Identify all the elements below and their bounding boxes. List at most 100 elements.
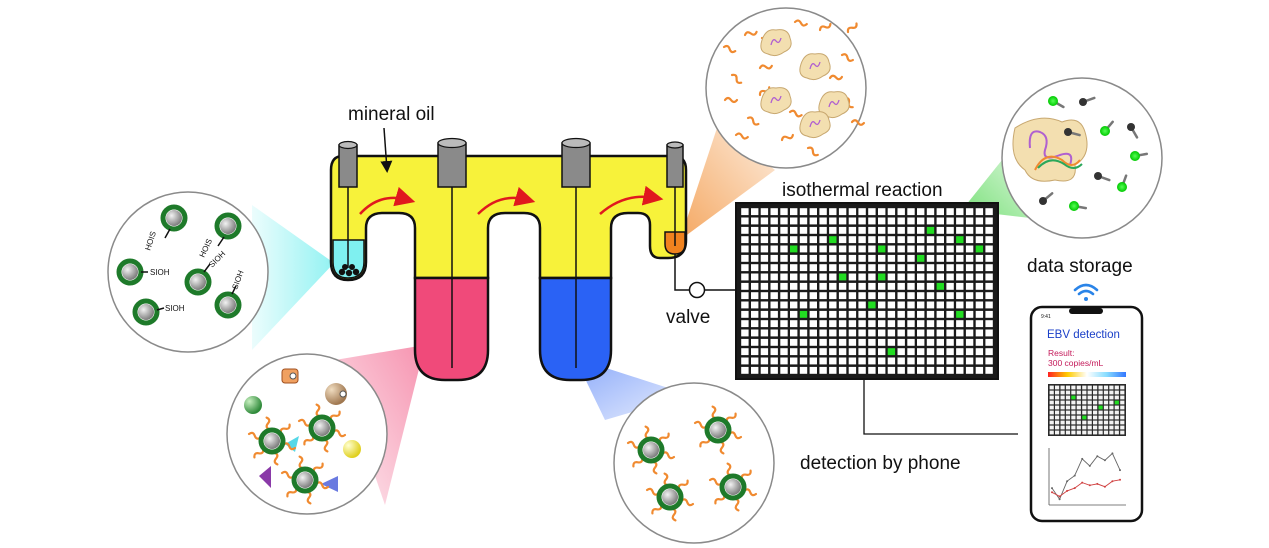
well <box>741 282 749 290</box>
well <box>917 329 925 337</box>
well <box>741 245 749 253</box>
well <box>878 208 886 216</box>
phone-chart-point <box>1073 474 1076 477</box>
well <box>946 264 954 272</box>
well <box>858 338 866 346</box>
well <box>829 282 837 290</box>
well <box>819 245 827 253</box>
well <box>809 357 817 365</box>
well <box>829 264 837 272</box>
phone-well <box>1071 405 1076 410</box>
well <box>965 217 974 225</box>
well <box>917 320 925 328</box>
well <box>790 348 798 356</box>
well <box>799 366 808 374</box>
well <box>770 254 778 262</box>
well <box>946 226 954 234</box>
well <box>809 329 817 337</box>
well <box>887 264 896 272</box>
well <box>780 348 788 356</box>
well <box>965 254 974 262</box>
well <box>985 208 993 216</box>
well <box>868 338 876 346</box>
well <box>780 310 788 318</box>
well <box>985 264 993 272</box>
well <box>985 366 993 374</box>
well <box>946 282 954 290</box>
well <box>770 217 778 225</box>
well <box>751 208 759 216</box>
phone-well <box>1103 405 1109 410</box>
phone-well <box>1082 420 1087 425</box>
well <box>770 273 778 281</box>
well <box>878 366 886 374</box>
well <box>858 329 866 337</box>
well <box>868 208 876 216</box>
phone-well <box>1093 430 1098 435</box>
well <box>858 366 866 374</box>
well <box>946 217 954 225</box>
phone-well <box>1087 395 1092 400</box>
well <box>936 320 944 328</box>
well <box>926 366 935 374</box>
well <box>751 282 759 290</box>
phone-well <box>1093 385 1098 390</box>
well <box>946 208 954 216</box>
well <box>799 254 808 262</box>
phone-well <box>1082 425 1087 430</box>
well <box>897 301 905 309</box>
well <box>926 348 935 356</box>
well <box>819 329 827 337</box>
fluorescent-probe <box>1130 151 1149 161</box>
phone-well <box>1065 390 1071 395</box>
phone-well <box>1120 405 1125 410</box>
well <box>809 264 817 272</box>
well <box>985 338 993 346</box>
phone-well <box>1087 420 1092 425</box>
well <box>936 226 944 234</box>
well <box>985 329 993 337</box>
phone-well <box>1098 385 1103 390</box>
phone-well <box>1055 420 1060 425</box>
well <box>780 264 788 272</box>
phone-well <box>1049 430 1054 435</box>
well <box>838 236 847 244</box>
well <box>897 338 905 346</box>
well <box>897 310 905 318</box>
phone-well <box>1120 400 1125 405</box>
phone-well <box>1049 385 1054 390</box>
well <box>907 329 915 337</box>
phone-well <box>1055 425 1060 430</box>
well <box>936 301 944 309</box>
well <box>838 254 847 262</box>
well <box>819 273 827 281</box>
well <box>819 366 827 374</box>
phone-well <box>1120 430 1125 435</box>
well <box>838 264 847 272</box>
well <box>975 236 984 244</box>
well <box>965 208 974 216</box>
phone-well <box>1049 405 1054 410</box>
well <box>848 226 857 234</box>
well <box>868 320 876 328</box>
well <box>956 226 964 234</box>
well <box>926 320 935 328</box>
well <box>858 301 866 309</box>
well <box>760 348 769 356</box>
well <box>946 357 954 365</box>
chip-wells <box>741 208 993 374</box>
phone-well <box>1071 430 1076 435</box>
well <box>819 310 827 318</box>
well <box>917 217 925 225</box>
eluted-dna-inset <box>705 7 867 169</box>
well <box>965 348 974 356</box>
phone-chart-point <box>1088 464 1091 467</box>
well <box>829 357 837 365</box>
quenched-probe <box>1094 172 1111 182</box>
well <box>741 320 749 328</box>
phone-chart-point <box>1103 485 1106 488</box>
well <box>819 208 827 216</box>
phone-app-title: EBV detection <box>1047 329 1120 341</box>
well <box>838 208 847 216</box>
well <box>819 348 827 356</box>
